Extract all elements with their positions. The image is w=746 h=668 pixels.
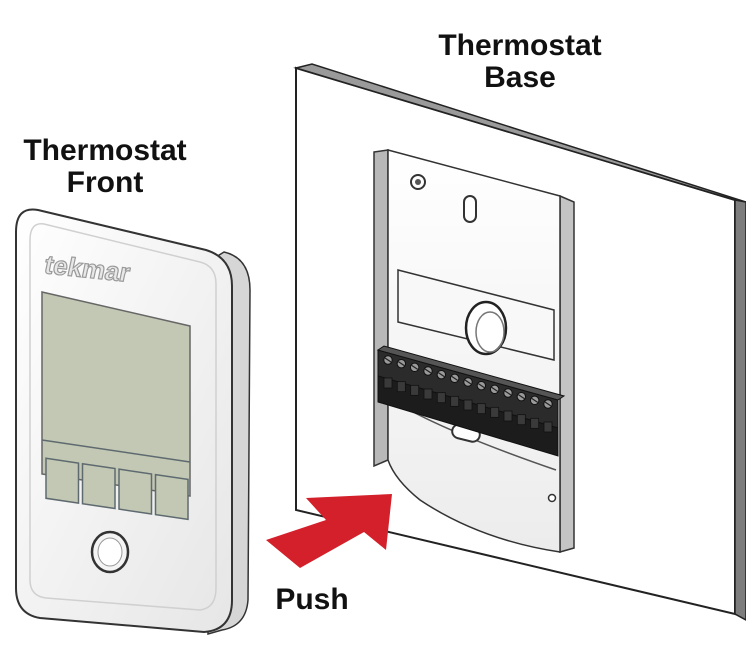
soft-button-1[interactable] xyxy=(45,457,80,504)
thermostat-front-label-line2: Front xyxy=(66,166,144,199)
mounting-hole-bottom-icon xyxy=(547,493,557,503)
soft-button-4[interactable] xyxy=(154,473,189,521)
terminal-screw-slot xyxy=(464,379,472,385)
terminal-wire-slot xyxy=(436,392,446,404)
terminal-wire-slot xyxy=(463,399,473,411)
terminal-wire-slot xyxy=(410,384,420,396)
thermostat-base-label-line2: Base xyxy=(484,61,556,94)
terminal-screw-slot xyxy=(411,364,418,370)
soft-button-2[interactable] xyxy=(81,462,116,510)
mounting-slot-top xyxy=(463,195,477,223)
thermostat-base-label-line1: Thermostat xyxy=(438,29,602,62)
thermostat-front-label-line1: Thermostat xyxy=(23,134,187,167)
terminal-screw-slot xyxy=(491,386,498,392)
terminal-screw-slot xyxy=(424,368,432,374)
terminal-wire-slot xyxy=(503,410,513,422)
terminal-screw-slot xyxy=(438,372,445,378)
thermostat-front-label: Thermostat Front xyxy=(0,135,210,199)
terminal-screw-slot xyxy=(478,383,485,389)
terminal-wire-slot xyxy=(396,381,406,393)
terminal-wire-slot xyxy=(450,395,460,407)
wire-hole xyxy=(464,300,508,356)
push-arrow-icon xyxy=(266,494,392,568)
push-label: Push xyxy=(262,584,362,616)
thermostat-base-label: Thermostat Base xyxy=(420,30,620,94)
terminal-wire-slot xyxy=(423,388,433,400)
terminal-wire-slot xyxy=(476,403,486,415)
terminal-screw-slot xyxy=(504,390,512,396)
terminal-screw-slot xyxy=(398,361,405,367)
terminal-wire-slot xyxy=(516,414,526,426)
terminal-wire-slot xyxy=(383,377,393,389)
terminal-wire-slot xyxy=(543,421,553,433)
terminal-block xyxy=(376,345,566,457)
terminal-wire-slot xyxy=(530,417,540,429)
terminal-screw-slot xyxy=(451,375,458,381)
terminal-screw-slot xyxy=(384,357,392,363)
terminal-wire-slot xyxy=(490,406,500,418)
soft-button-3[interactable] xyxy=(118,468,153,515)
terminal-screw-slot xyxy=(531,397,538,403)
push-label-text: Push xyxy=(275,583,349,616)
thermostat-base xyxy=(373,149,575,553)
thermostat-front: tekmar xyxy=(15,208,251,635)
terminal-screw-slot xyxy=(544,401,552,407)
terminal-screw-slot xyxy=(518,394,525,400)
